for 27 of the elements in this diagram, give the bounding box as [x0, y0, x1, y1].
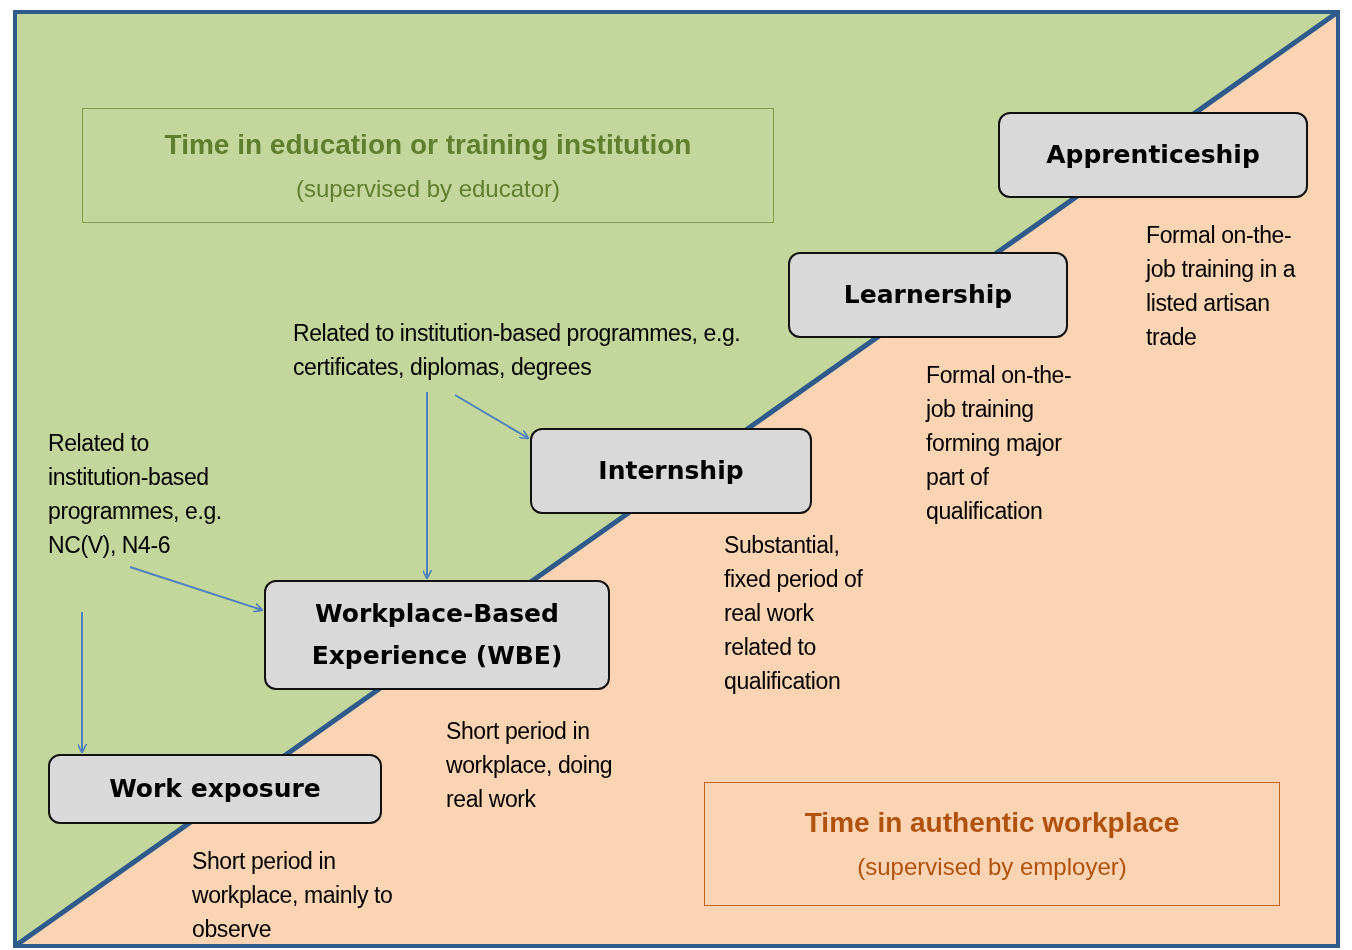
- description-text: Formal on-the-job training forming major part of qualification: [926, 361, 1073, 526]
- zone-title: Time in education or training institution: [164, 128, 692, 161]
- description-text: Substantial, fixed period of real work related to qualification: [724, 531, 864, 696]
- arrow: [454, 394, 530, 440]
- zone-box: [704, 782, 1280, 906]
- stage-box: [530, 428, 812, 514]
- stage-box: [48, 754, 382, 824]
- stage-label: Work exposure: [109, 773, 321, 805]
- stage-label: Internship: [598, 455, 744, 487]
- stage-box: [998, 112, 1308, 198]
- note-text: Related to institution-based programmes, e.g. NC(V), N4-6: [48, 426, 248, 562]
- note-text: Related to institution-based programmes, e.g. certificates, diplomas, degrees: [293, 316, 753, 384]
- stage-label: Workplace-Based Experience (WBE): [310, 598, 564, 672]
- zone-box: [82, 108, 774, 223]
- stage-label: Learnership: [843, 279, 1013, 311]
- stage-box: [264, 580, 610, 690]
- zone-title: Time in authentic workplace: [804, 807, 1180, 839]
- arrow: [129, 566, 264, 613]
- description-text: Short period in workplace, mainly to observe: [192, 847, 394, 944]
- arrow: [421, 391, 433, 580]
- zone-subtitle: (supervised by educator): [295, 174, 561, 203]
- description-text: Short period in workplace, doing real work: [446, 717, 614, 814]
- arrow: [76, 611, 88, 754]
- description-text: Formal on-the-job training in a listed artisan trade: [1146, 221, 1296, 352]
- zone-subtitle: (supervised by employer): [857, 853, 1127, 881]
- stage-box: [788, 252, 1068, 338]
- stage-label: Apprenticeship: [1046, 139, 1260, 171]
